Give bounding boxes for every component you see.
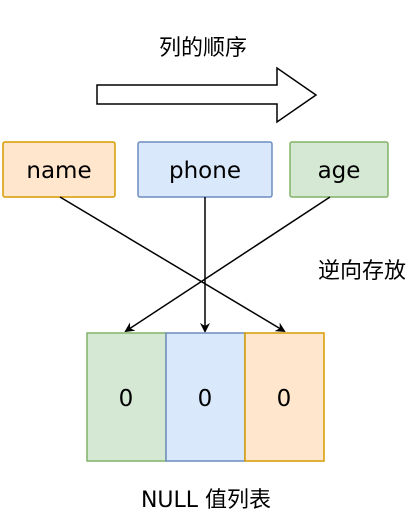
column-box-age: age [289, 141, 389, 198]
arrow-age-to-cell-1 [124, 196, 331, 333]
null-cell-3-rect [244, 332, 325, 462]
column-box-phone-label: phone [169, 158, 241, 184]
null-cell-2: 0 [165, 332, 246, 462]
column-order-arrow [96, 66, 318, 124]
null-list-label: NULL 值列表 [141, 488, 271, 513]
column-order-label: 列的顺序 [159, 36, 247, 61]
column-box-age-rect [289, 141, 389, 198]
null-cell-3-value: 0 [277, 386, 292, 412]
null-cell-2-value: 0 [198, 386, 213, 412]
arrow-name-to-cell-3 [59, 196, 286, 333]
column-box-name-rect [2, 141, 116, 198]
column-box-name: name [2, 141, 116, 198]
reverse-storage-label: 逆向存放 [318, 259, 406, 284]
null-cell-2-rect [165, 332, 246, 462]
column-box-age-label: age [318, 158, 361, 184]
column-box-phone: phone [137, 141, 273, 198]
null-cell-1: 0 [86, 332, 167, 462]
column-box-name-label: name [26, 158, 91, 184]
null-cell-3: 0 [244, 332, 325, 462]
null-cell-1-value: 0 [119, 386, 134, 412]
